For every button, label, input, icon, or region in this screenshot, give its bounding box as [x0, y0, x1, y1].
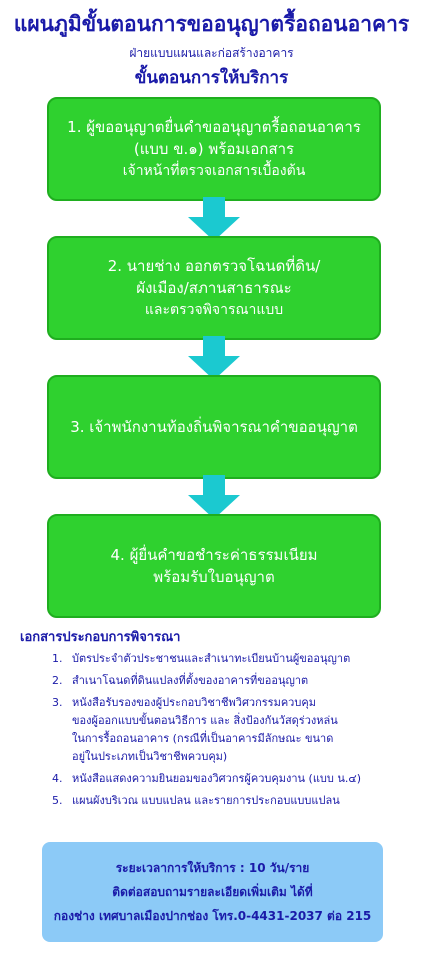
step-2-line2: ผังเมือง/สภานสาธารณะ [136, 279, 292, 297]
step-1-line3: เจ้าหน้าที่ตรวจเอกสารเบื้องต้น [122, 163, 306, 179]
item-number: 2. [52, 674, 63, 687]
step-2-box: 2. นายช่าง ออกตรวจโฉนดที่ดิน/ ผังเมือง/ส… [47, 236, 381, 340]
step-2-line1: 2. นายช่าง ออกตรวจโฉนดที่ดิน/ [107, 257, 321, 275]
contact-info-box: ระยะเวลาการให้บริการ : 10 วัน/ราย ติดต่อ… [42, 842, 383, 942]
contact-heading: ติดต่อสอบถามรายละเอียดเพิ่มเติม ได้ที่ [112, 885, 313, 899]
chart-title: แผนภูมิขั้นตอนการขออนุญาตรื้อถอนอาคาร [13, 12, 410, 36]
list-item: 4. หนังสือแสดงความยินยอมของวิศวกรผู้ควบค… [52, 770, 412, 788]
step-3-box: 3. เจ้าพนักงานท้องถิ่นพิจารณาคำขออนุญาต [47, 375, 381, 479]
item-text: ของผู้ออกแบบขั้นตอนวิธีการ และ สิ่งป้องก… [72, 714, 338, 727]
list-item: 3. หนังสือรับรองของผู้ประกอบวิชาชีพวิศวก… [52, 694, 412, 766]
down-arrow-icon [188, 197, 240, 241]
item-number: 3. [52, 696, 63, 709]
office-contact: กองช่าง เทศบาลเมืองปากช่อง โทร.0-4431-20… [53, 909, 372, 923]
item-number: 4. [52, 772, 63, 785]
step-2-line3: และตรวจพิจารณาแบบ [144, 302, 284, 318]
step-4-line1: 4. ผู้ยื่นคำขอชำระค่าธรรมเนียม [110, 546, 318, 564]
item-number: 1. [52, 652, 63, 665]
documents-heading: เอกสารประกอบการพิจารณา [20, 630, 181, 645]
down-arrow-icon [188, 336, 240, 380]
step-4-line2: พร้อมรับใบอนุญาต [153, 568, 275, 586]
step-4-box: 4. ผู้ยื่นคำขอชำระค่าธรรมเนียม พร้อมรับใ… [47, 514, 381, 618]
step-1-line2: (แบบ ข.๑) พร้อมเอกสาร [133, 140, 295, 158]
list-item: 2. สำเนาโฉนดที่ดินแปลงที่ตั้งของอาคารที่… [52, 672, 412, 690]
item-text: บัตรประจำตัวประชาชนและสำเนาทะเบียนบ้านผู… [72, 652, 351, 665]
item-text: หนังสือรับรองของผู้ประกอบวิชาชีพวิศวกรรม… [72, 696, 316, 709]
item-text: แผนผังบริเวณ แบบแปลน และรายการประกอบแบบแ… [72, 794, 340, 807]
item-text: หนังสือแสดงความยินยอมของวิศวกรผู้ควบคุมง… [72, 772, 362, 785]
item-text: ในการรื้อถอนอาคาร (กรณีที่เป็นอาคารมีลัก… [72, 732, 334, 745]
step-3-line1: 3. เจ้าพนักงานท้องถิ่นพิจารณาคำขออนุญาต [70, 418, 358, 436]
step-1-box: 1. ผู้ขออนุญาตยื่นคำขออนุญาตรื้อถอนอาคาร… [47, 97, 381, 201]
list-item: 5. แผนผังบริเวณ แบบแปลน และรายการประกอบแ… [52, 792, 412, 810]
down-arrow-icon [188, 475, 240, 519]
service-steps-heading: ขั้นตอนการให้บริการ [134, 68, 289, 88]
list-item: 1. บัตรประจำตัวประชาชนและสำเนาทะเบียนบ้า… [52, 650, 412, 668]
item-text: อยู่ในประเภทเป็นวิชาชีพควบคุม) [72, 750, 228, 763]
department-subtitle: ฝ่ายแบบแผนและก่อสร้างอาคาร [129, 46, 294, 60]
item-text: สำเนาโฉนดที่ดินแปลงที่ตั้งของอาคารที่ขออ… [72, 674, 309, 687]
item-number: 5. [52, 794, 63, 807]
step-1-line1: 1. ผู้ขออนุญาตยื่นคำขออนุญาตรื้อถอนอาคาร [67, 118, 361, 136]
service-duration: ระยะเวลาการให้บริการ : 10 วัน/ราย [115, 861, 310, 875]
documents-list: 1. บัตรประจำตัวประชาชนและสำเนาทะเบียนบ้า… [52, 650, 412, 814]
